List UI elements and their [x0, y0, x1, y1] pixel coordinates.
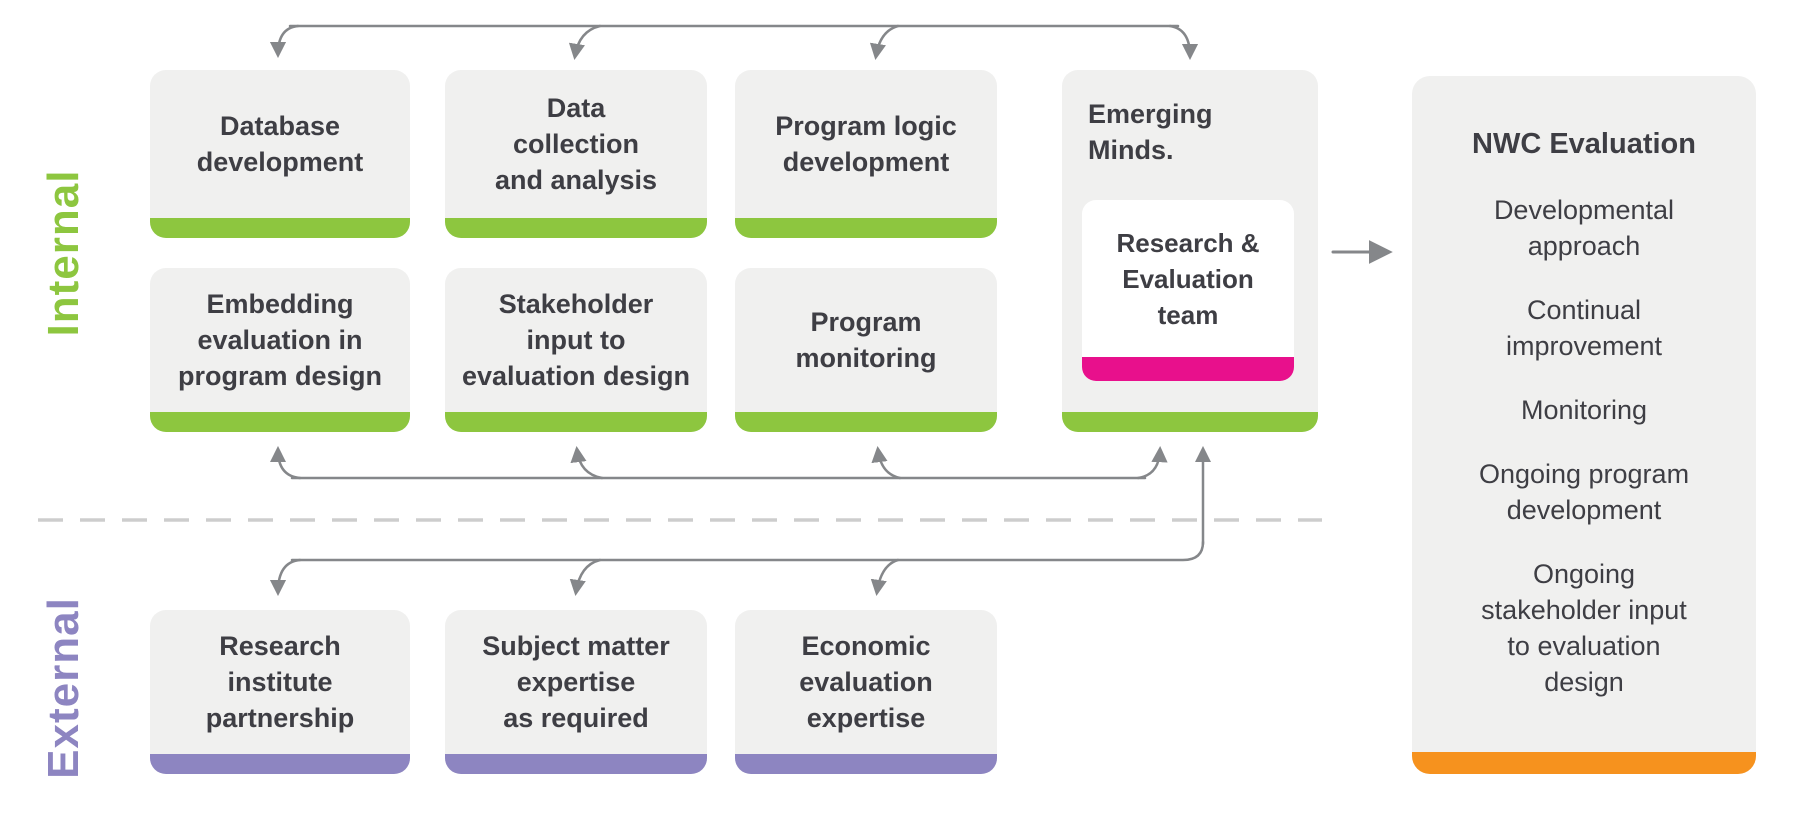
- box-program-monitoring: Program monitoring: [735, 268, 997, 432]
- green-accent-bar: [445, 218, 707, 238]
- green-accent-bar: [1062, 412, 1318, 432]
- purple-accent-bar: [150, 754, 410, 774]
- box-research-evaluation-team: Research & Evaluation team: [1082, 200, 1294, 381]
- green-accent-bar: [150, 218, 410, 238]
- box-label: Data collection and analysis: [494, 93, 658, 195]
- nwc-item: Developmental approach: [1493, 195, 1675, 261]
- green-accent-bar: [735, 412, 997, 432]
- top-flow-arrows-icon: [269, 24, 1199, 61]
- orange-accent-bar: [1412, 752, 1756, 774]
- nwc-item: Ongoing program development: [1478, 459, 1690, 525]
- box-subject-matter-expertise: Subject matter expertise as required: [445, 610, 707, 774]
- green-accent-bar: [735, 218, 997, 238]
- internal-feedback-arrows-icon: [269, 445, 1168, 480]
- box-economic-evaluation-expertise: Economic evaluation expertise: [735, 610, 997, 774]
- pink-accent-bar: [1082, 357, 1294, 381]
- green-accent-bar: [150, 412, 410, 432]
- nwc-item: Ongoing stakeholder input to evaluation …: [1481, 559, 1687, 697]
- box-label: Economic evaluation expertise: [799, 631, 933, 733]
- emerging-minds-label: Emerging Minds.: [1088, 99, 1213, 165]
- box-label: Stakeholder input to evaluation design: [461, 289, 691, 391]
- green-accent-bar: [445, 412, 707, 432]
- panel-nwc-evaluation: NWC Evaluation Developmental approach Co…: [1412, 76, 1756, 774]
- box-embedding-evaluation: Embedding evaluation in program design: [150, 268, 410, 432]
- nwc-item: Monitoring: [1520, 395, 1648, 425]
- box-data-collection-analysis: Data collection and analysis: [445, 70, 707, 238]
- external-flow-arrows-icon: [269, 445, 1212, 597]
- box-label: Subject matter expertise as required: [482, 631, 670, 733]
- box-research-institute-partnership: Research institute partnership: [150, 610, 410, 774]
- box-stakeholder-input: Stakeholder input to evaluation design: [445, 268, 707, 432]
- internal-section-label: Internal: [39, 169, 88, 337]
- box-label: Research & Evaluation team: [1116, 227, 1260, 330]
- box-label: Program logic development: [775, 111, 957, 177]
- box-program-logic-development: Program logic development: [735, 70, 997, 238]
- box-label: Database development: [196, 111, 364, 177]
- nwc-panel-title: NWC Evaluation: [1472, 128, 1696, 160]
- purple-accent-bar: [445, 754, 707, 774]
- box-label: Program monitoring: [795, 307, 937, 373]
- box-label: Embedding evaluation in program design: [177, 289, 383, 391]
- nwc-item: Continual improvement: [1505, 295, 1663, 361]
- box-label: Research institute partnership: [205, 631, 355, 733]
- box-emerging-minds: Emerging Minds. Research & Evaluation te…: [1062, 70, 1318, 432]
- external-section-label: External: [39, 597, 88, 779]
- box-database-development: Database development: [150, 70, 410, 238]
- nwc-item-list: Developmental approach Continual improve…: [1412, 192, 1756, 700]
- purple-accent-bar: [735, 754, 997, 774]
